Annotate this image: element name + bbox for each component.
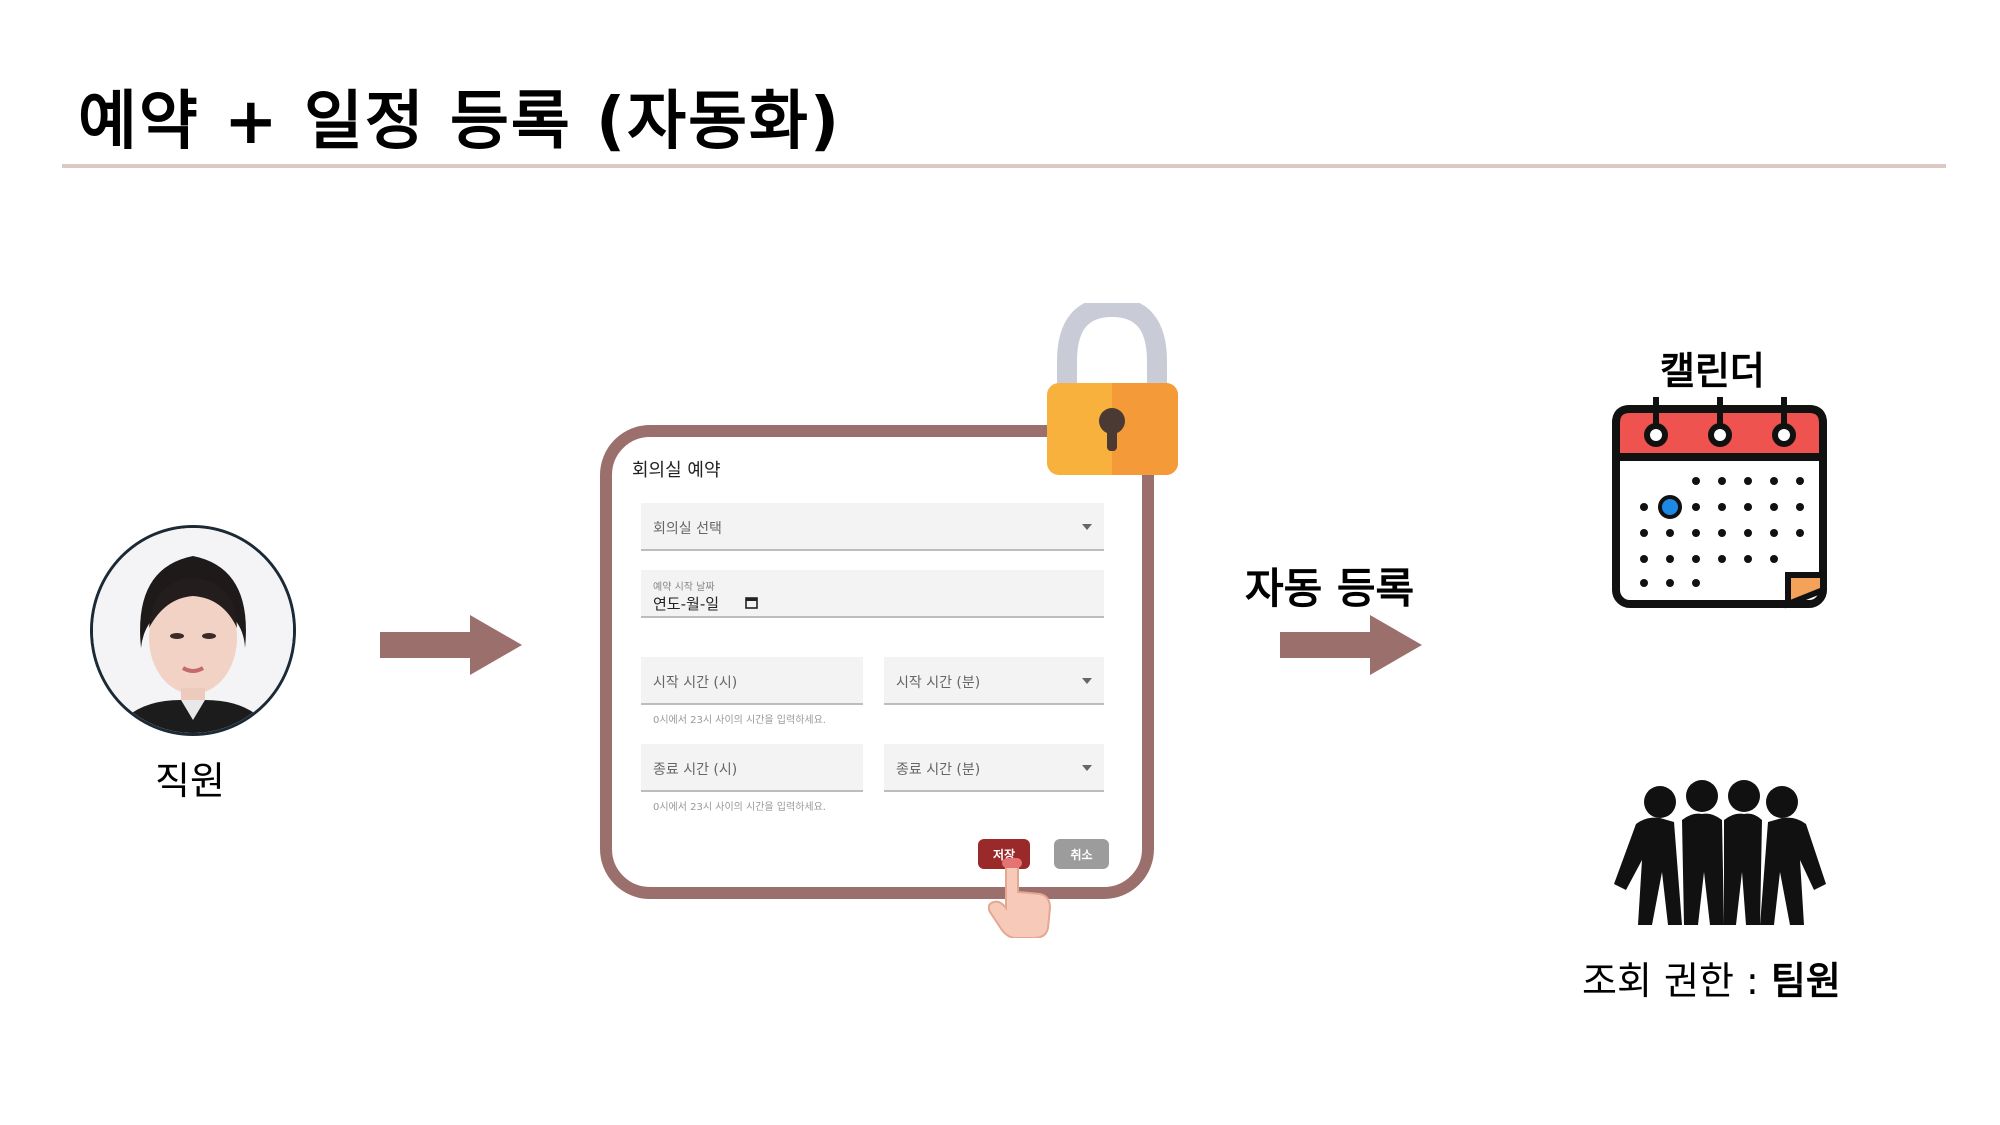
start-hour-helper: 0시에서 23시 사이의 시간을 입력하세요. [653,715,826,726]
arrow-right-icon [1280,615,1422,675]
team-icon [1614,780,1826,925]
end-hour-label: 종료 시간 (시) [653,762,738,778]
cancel-button[interactable]: 취소 [1054,839,1109,869]
start-minute-label: 시작 시간 (분) [896,675,981,691]
date-field[interactable]: 예약 시작 날짜 연도-월-일 [641,570,1104,618]
end-hour-helper: 0시에서 23시 사이의 시간을 입력하세요. [653,802,826,813]
auto-register-label: 자동 등록 [1245,564,1415,613]
employee-avatar [90,525,296,736]
employee-label: 직원 [155,759,225,803]
end-minute-select[interactable]: 종료 시간 (분) [884,744,1104,792]
date-field-label: 예약 시작 날짜 [653,582,715,593]
lock-icon [1047,303,1178,475]
pointing-hand-icon [988,858,1052,938]
room-select[interactable]: 회의실 선택 [641,503,1104,551]
start-hour-input[interactable]: 시작 시간 (시) [641,657,863,705]
calendar-label: 캘린더 [1660,349,1765,393]
end-hour-input[interactable]: 종료 시간 (시) [641,744,863,792]
permission-prefix: 조회 권한 : [1582,959,1771,1003]
date-field-value: 연도-월-일 [653,595,720,613]
title-divider [62,164,1946,168]
date-picker-icon[interactable] [745,596,758,609]
chevron-down-icon [1082,765,1092,771]
permission-label: 조회 권한 : 팀원 [1582,950,1841,1005]
permission-target: 팀원 [1770,959,1841,1003]
end-minute-label: 종료 시간 (분) [896,762,981,778]
page-title: 예약 + 일정 등록 (자동화) [78,85,842,159]
start-hour-label: 시작 시간 (시) [653,675,738,691]
calendar-icon [1612,397,1827,609]
start-minute-select[interactable]: 시작 시간 (분) [884,657,1104,705]
room-select-label: 회의실 선택 [653,521,722,537]
chevron-down-icon [1082,678,1092,684]
chevron-down-icon [1082,524,1092,530]
arrow-right-icon [380,615,522,675]
form-title: 회의실 예약 [632,460,721,481]
